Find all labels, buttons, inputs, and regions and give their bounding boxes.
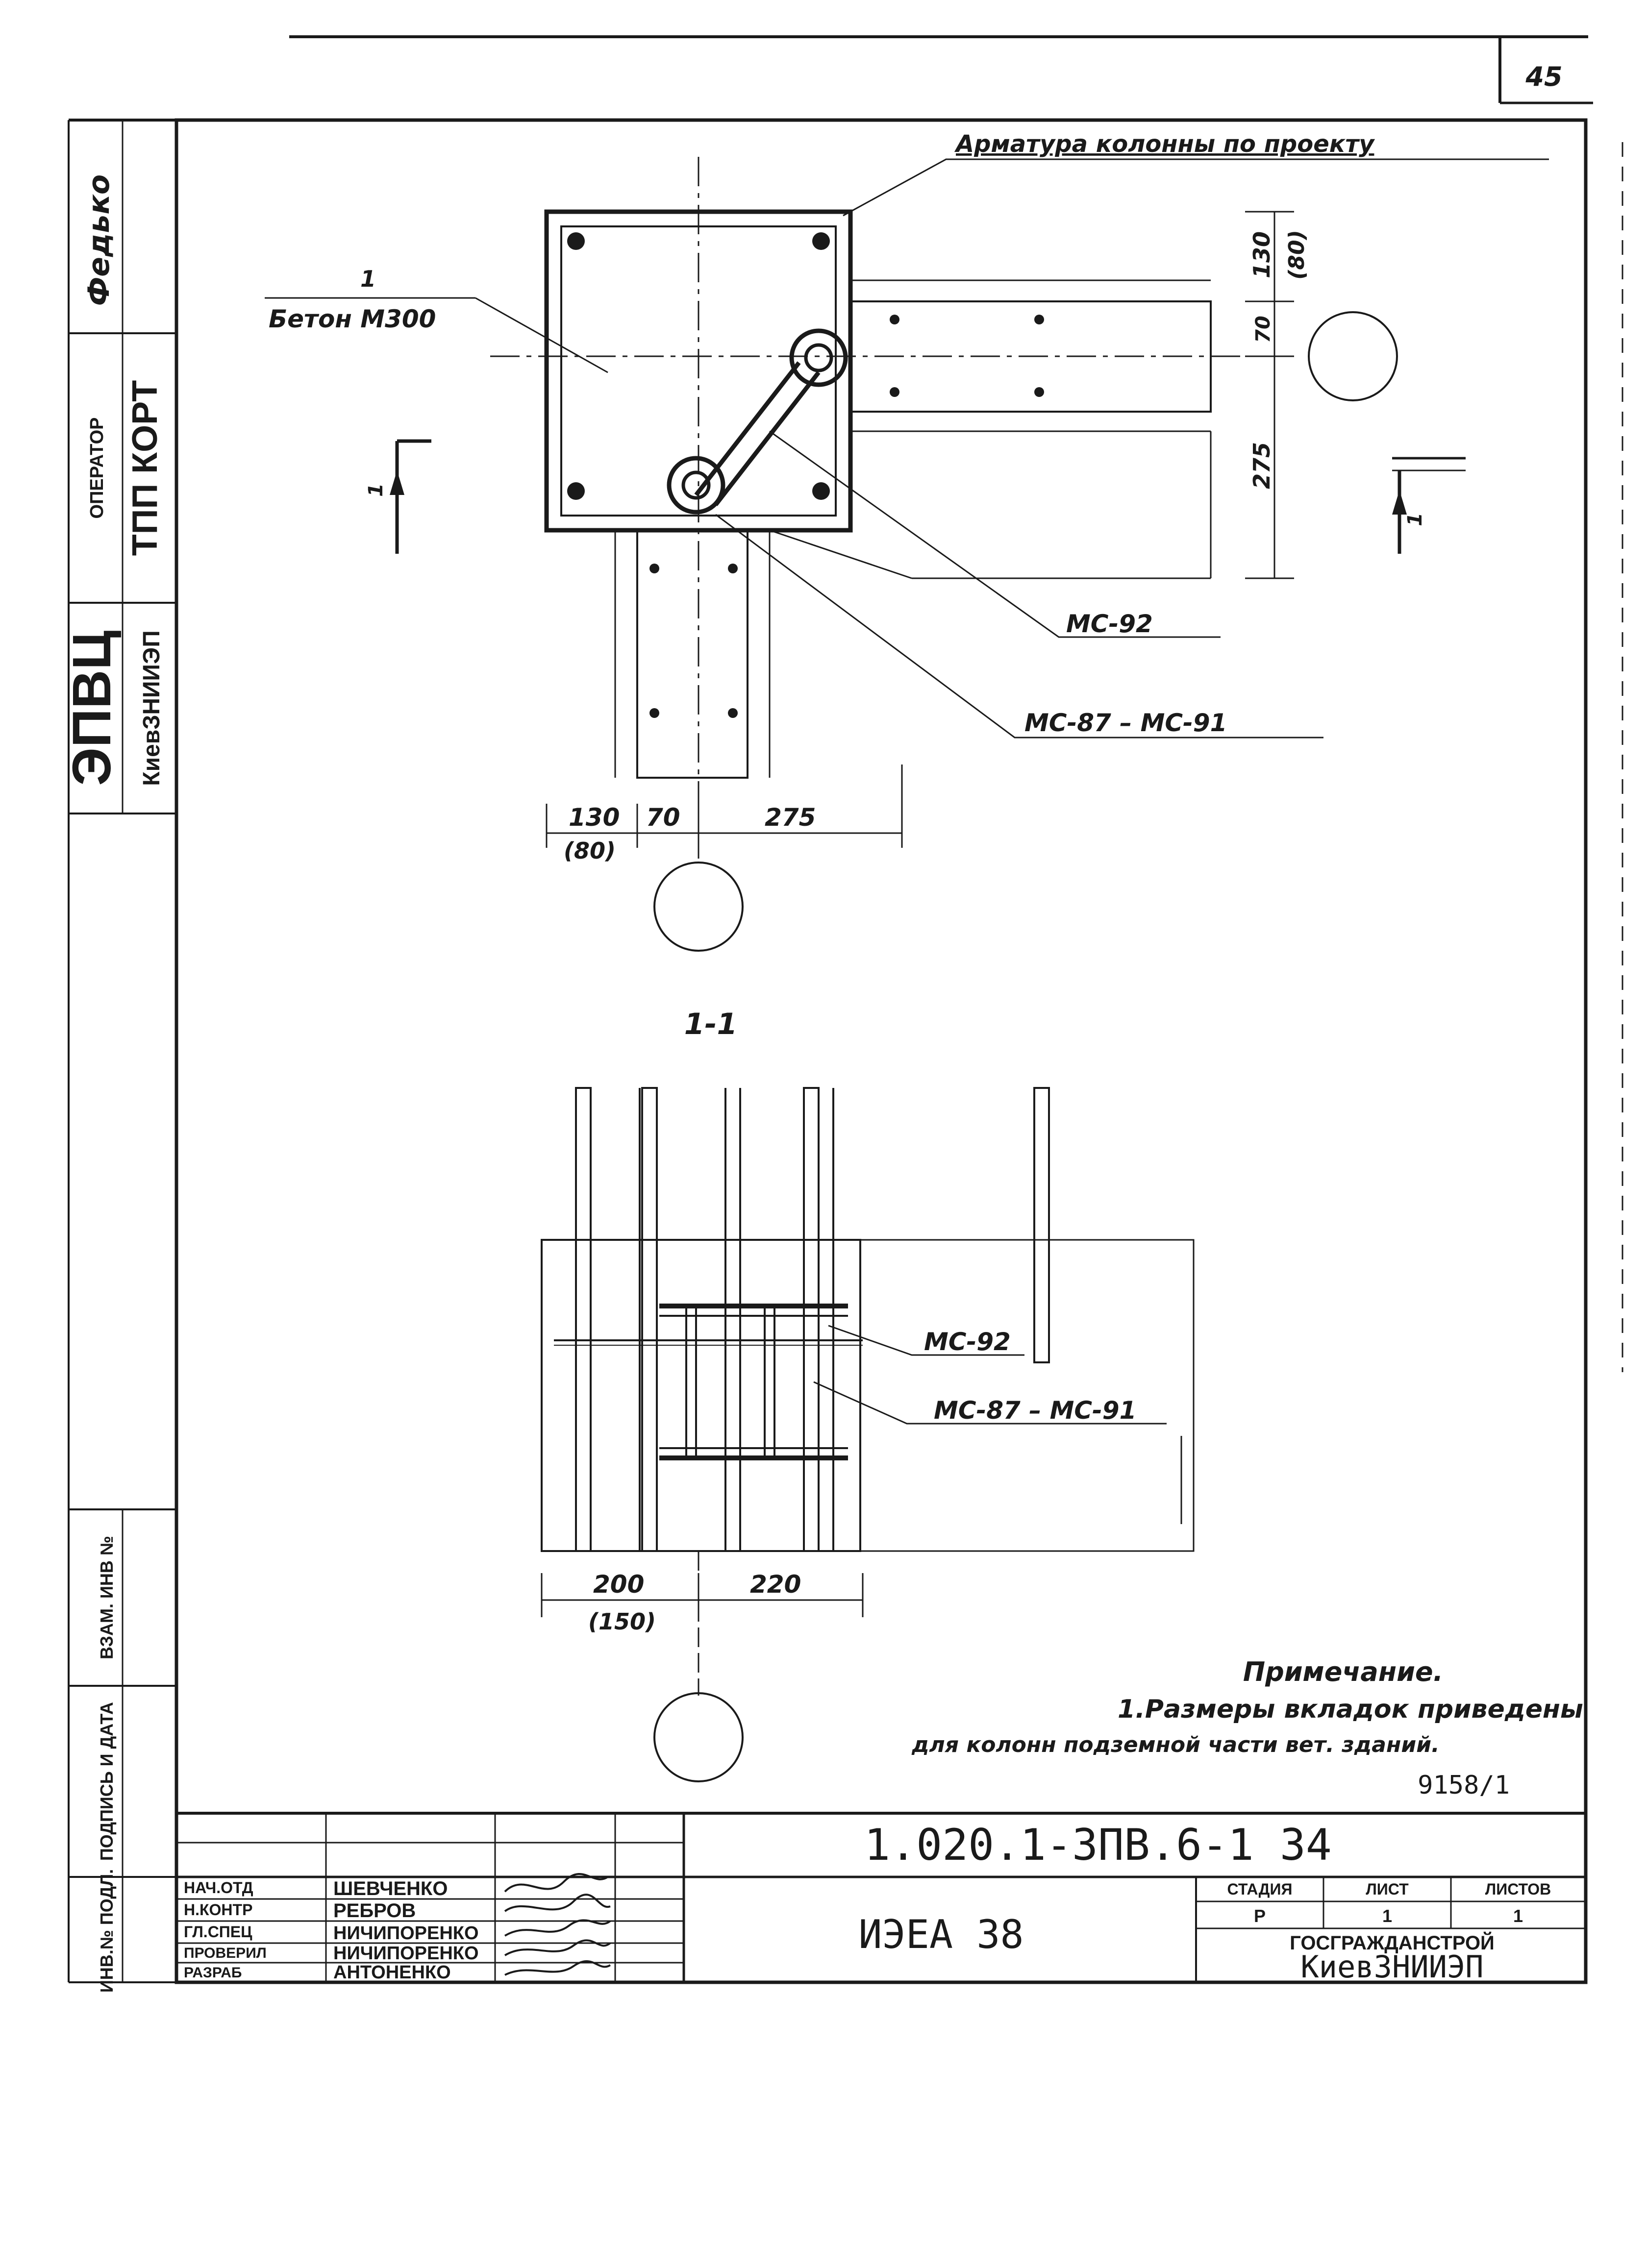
side-fields: ВЗАМ. ИНВ № ПОДПИСЬ И ДАТА ИНВ.№ ПОДЛ. — [69, 1508, 176, 1993]
role-0: НАЧ.ОТД — [184, 1879, 253, 1897]
section-mark-left: 1 — [365, 483, 387, 497]
section-dim-200: 200 — [593, 1570, 644, 1599]
dim-70: 70 — [646, 803, 680, 832]
name-2: НИЧИПОРЕНКО — [333, 1923, 479, 1944]
signature — [504, 1960, 611, 1976]
part-b-label: МС-87 – МС-91 — [1024, 709, 1227, 737]
note: Примечание. 1.Размеры вкладок приведены … — [911, 1656, 1583, 1757]
mark-1: 1 — [360, 266, 376, 292]
dim-80: (80) — [564, 838, 616, 864]
side-stamp: Федько ОПЕРАТОР ТПП КОРТ ЭПВЦ КиевЗНИИЭП — [62, 120, 176, 814]
sheets-value: 1 — [1513, 1906, 1523, 1926]
section-slab — [859, 1239, 1195, 1552]
name-3: НИЧИПОРЕНКО — [333, 1943, 479, 1964]
corner-rebar — [812, 482, 830, 500]
name-4: АНТОНЕНКО — [333, 1962, 451, 1983]
section-part-b-label: МС-87 – МС-91 — [934, 1396, 1136, 1425]
sheet-number: 45 — [1525, 61, 1562, 92]
doc-code: 1.020.1-3ПВ.6-1 34 — [864, 1820, 1332, 1870]
signature — [504, 1939, 611, 1956]
section-dim-150: (150) — [588, 1608, 656, 1635]
section-view: 1-1 МС-92 МС-87 – МС-91 — [541, 1007, 1195, 1782]
embedded-plate-bottom — [636, 529, 749, 779]
org-2: КиевЗНИИЭП — [1300, 1949, 1483, 1985]
title-block: 1.020.1-3ПВ.6-1 34 ИЭЕА 38 НАЧ.ОТД ШЕВЧЕ… — [175, 1812, 1587, 1985]
name-0: ШЕВЧЕНКО — [333, 1878, 448, 1899]
note-line-2: для колонн подземной части вет. зданий. — [911, 1732, 1440, 1757]
role-2: ГЛ.СПЕЦ — [184, 1923, 252, 1941]
dim-right-80: (80) — [1284, 230, 1309, 279]
org-1: ГОСГРАЖДАНСТРОЙ — [1290, 1931, 1495, 1954]
section-axis-bubble — [653, 1692, 744, 1782]
operator-signature: Федько — [82, 174, 116, 306]
section-part-a-label: МС-92 — [924, 1328, 1011, 1356]
field-vzam: ВЗАМ. ИНВ № — [97, 1536, 117, 1659]
dim-right-275: 275 — [1248, 442, 1275, 489]
dim-130: 130 — [569, 803, 620, 832]
section-dim-220: 220 — [750, 1570, 801, 1599]
signature — [504, 1873, 609, 1893]
sheets-label: ЛИСТОВ — [1485, 1880, 1551, 1898]
operator-label: ОПЕРАТОР — [87, 418, 107, 519]
section-column — [541, 1239, 861, 1552]
note-heading: Примечание. — [1243, 1656, 1443, 1687]
dept-label: ТПП КОРТ — [125, 380, 165, 556]
institute-label: КиевЗНИИЭП — [139, 630, 165, 786]
dim-275: 275 — [765, 803, 816, 832]
corner-rebar — [567, 232, 585, 250]
dim-right-130: 130 — [1248, 231, 1275, 278]
name-1: РЕБРОВ — [333, 1900, 416, 1922]
rod-loop — [789, 328, 848, 387]
axis-bubble — [1308, 311, 1398, 401]
leader-rebar-text: Арматура колонны по проекту — [954, 130, 1375, 158]
sheet-number-box: 45 — [289, 35, 1593, 104]
rod-loop — [667, 456, 725, 515]
axis-bubble — [653, 862, 744, 952]
plan-view: Арматура колонны по проекту 1 Бетон М300… — [265, 130, 1549, 952]
embedded-plate-right — [849, 300, 1212, 413]
corner-rebar — [812, 232, 830, 250]
org-label: ЭПВЦ — [62, 630, 122, 786]
note-line-1: 1.Размеры вкладок приведены — [1118, 1695, 1583, 1724]
role-4: РАЗРАБ — [184, 1965, 242, 1981]
sheet-label: ЛИСТ — [1366, 1880, 1409, 1898]
section-mark-right: 1 — [1404, 513, 1426, 526]
sheet-value: 1 — [1382, 1906, 1392, 1926]
part-a-label: МС-92 — [1066, 610, 1153, 638]
concrete-label: Бетон М300 — [269, 305, 436, 333]
field-signature-date: ПОДПИСЬ И ДАТА — [97, 1702, 117, 1861]
stage-label: СТАДИЯ — [1227, 1880, 1293, 1898]
corner-rebar — [567, 482, 585, 500]
role-1: Н.КОНТР — [184, 1901, 252, 1919]
section-title: 1-1 — [684, 1007, 737, 1041]
dim-right-70: 70 — [1252, 316, 1274, 343]
order-number: 9158/1 — [1418, 1771, 1510, 1800]
signature — [504, 1894, 611, 1912]
designation: ИЭЕА 38 — [858, 1912, 1023, 1957]
stage-value: Р — [1254, 1906, 1266, 1926]
signature — [504, 1919, 611, 1937]
field-inv: ИНВ.№ ПОДЛ. — [97, 1869, 117, 1993]
role-3: ПРОВЕРИЛ — [184, 1945, 267, 1961]
